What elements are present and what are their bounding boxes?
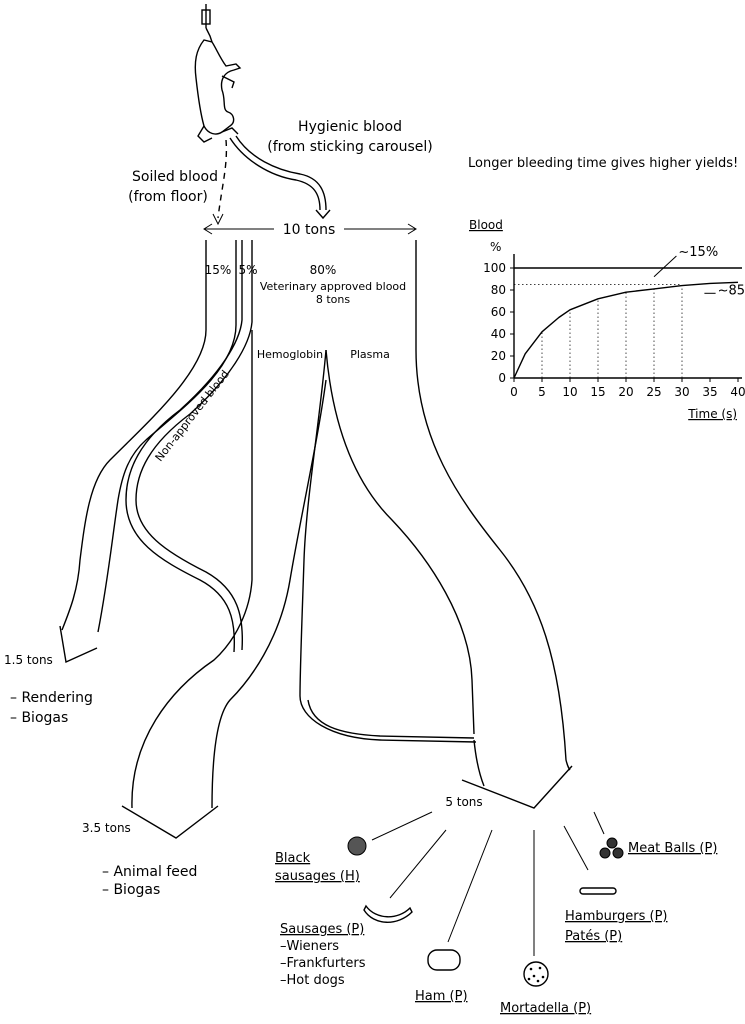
x-tick-label: 25 bbox=[646, 385, 661, 399]
hamburgers-label: Hamburgers (P) bbox=[565, 909, 668, 924]
mortadella-icon bbox=[523, 961, 549, 987]
y-tick-label: 60 bbox=[491, 305, 506, 319]
y-tick-label: 80 bbox=[491, 283, 506, 297]
y-axis-label: % bbox=[490, 240, 501, 254]
ham-icon bbox=[427, 949, 461, 971]
x-tick-label: 5 bbox=[538, 385, 546, 399]
y-tick-label: 100 bbox=[483, 261, 506, 275]
veterinary-approved-label: Veterinary approved blood bbox=[260, 280, 406, 293]
y-tick-label: 40 bbox=[491, 327, 506, 341]
x-tick-label: 35 bbox=[702, 385, 717, 399]
yield-curve bbox=[513, 281, 739, 379]
flow-outlines bbox=[59, 240, 573, 839]
frankfurters-label: –Frankfurters bbox=[280, 956, 366, 971]
annotation-leader-15 bbox=[653, 255, 677, 278]
bleeding-note: Longer bleeding time gives higher yields… bbox=[468, 156, 738, 171]
veterinary-tons-label: 8 tons bbox=[316, 293, 351, 306]
tons-1-5-label: 1.5 tons bbox=[4, 653, 53, 667]
meatballs-icon bbox=[599, 837, 624, 859]
hamburger-icon bbox=[579, 887, 617, 895]
biogas-label-1: – Biogas bbox=[10, 710, 68, 726]
hot-dogs-label: –Hot dogs bbox=[280, 973, 345, 988]
biogas-label-2: – Biogas bbox=[102, 882, 160, 898]
total-tons-label: 10 tons bbox=[283, 222, 336, 238]
pct-80-label: 80% bbox=[310, 263, 337, 277]
sausages-title: Sausages (P) bbox=[280, 922, 364, 937]
animal-feed-label: – Animal feed bbox=[102, 864, 197, 880]
x-tick-label: 10 bbox=[562, 385, 577, 399]
wieners-label: –Wieners bbox=[280, 939, 339, 954]
x-axis-label: Time (s) bbox=[687, 407, 737, 421]
soiled-blood-source: (from floor) bbox=[128, 189, 208, 205]
annotation-85: ~85% bbox=[718, 283, 745, 298]
hygienic-blood-source: (from sticking carousel) bbox=[267, 139, 433, 155]
pct-15-label: 15% bbox=[205, 263, 232, 277]
x-tick-label: 0 bbox=[510, 385, 518, 399]
x-tick-label: 40 bbox=[730, 385, 745, 399]
hemoglobin-label: Hemoglobin bbox=[257, 348, 323, 361]
ham-label: Ham (P) bbox=[415, 989, 468, 1004]
y-tick-label: 0 bbox=[498, 371, 506, 385]
sausage-icon bbox=[363, 904, 413, 923]
tons-5-label: 5 tons bbox=[445, 795, 482, 809]
blood-yield-chart: Blood % Time (s) 0 5 10 15 20 25 30 35 40 0 20 40 60… bbox=[469, 218, 745, 421]
black-sausages-label-2: sausages (H) bbox=[275, 869, 360, 884]
pct-5-label: 5% bbox=[238, 263, 257, 277]
hygienic-blood-stream bbox=[229, 137, 321, 211]
meatballs-label: Meat Balls (P) bbox=[628, 841, 717, 856]
pates-label: Patés (P) bbox=[565, 929, 622, 944]
black-sausages-label-1: Black bbox=[275, 851, 311, 866]
product-lines bbox=[371, 811, 605, 956]
hanging-pig-icon bbox=[194, 4, 242, 143]
annotation-15: ~15% bbox=[678, 245, 718, 260]
mortadella-label: Mortadella (P) bbox=[500, 1001, 591, 1016]
non-approved-label: Non-approved blood bbox=[153, 368, 232, 464]
y-tick-label: 20 bbox=[491, 349, 506, 363]
x-tick-label: 30 bbox=[674, 385, 689, 399]
x-tick-label: 20 bbox=[618, 385, 633, 399]
soiled-blood-label: Soiled blood bbox=[132, 169, 218, 185]
x-tick-label: 15 bbox=[590, 385, 605, 399]
tons-3-5-label: 3.5 tons bbox=[82, 821, 131, 835]
hygienic-blood-label: Hygienic blood bbox=[298, 119, 402, 135]
chart-title: Blood bbox=[469, 218, 503, 232]
rendering-label: – Rendering bbox=[10, 690, 93, 706]
black-sausage-icon bbox=[347, 836, 367, 856]
soiled-blood-flow bbox=[217, 139, 228, 219]
plasma-label: Plasma bbox=[350, 348, 390, 361]
